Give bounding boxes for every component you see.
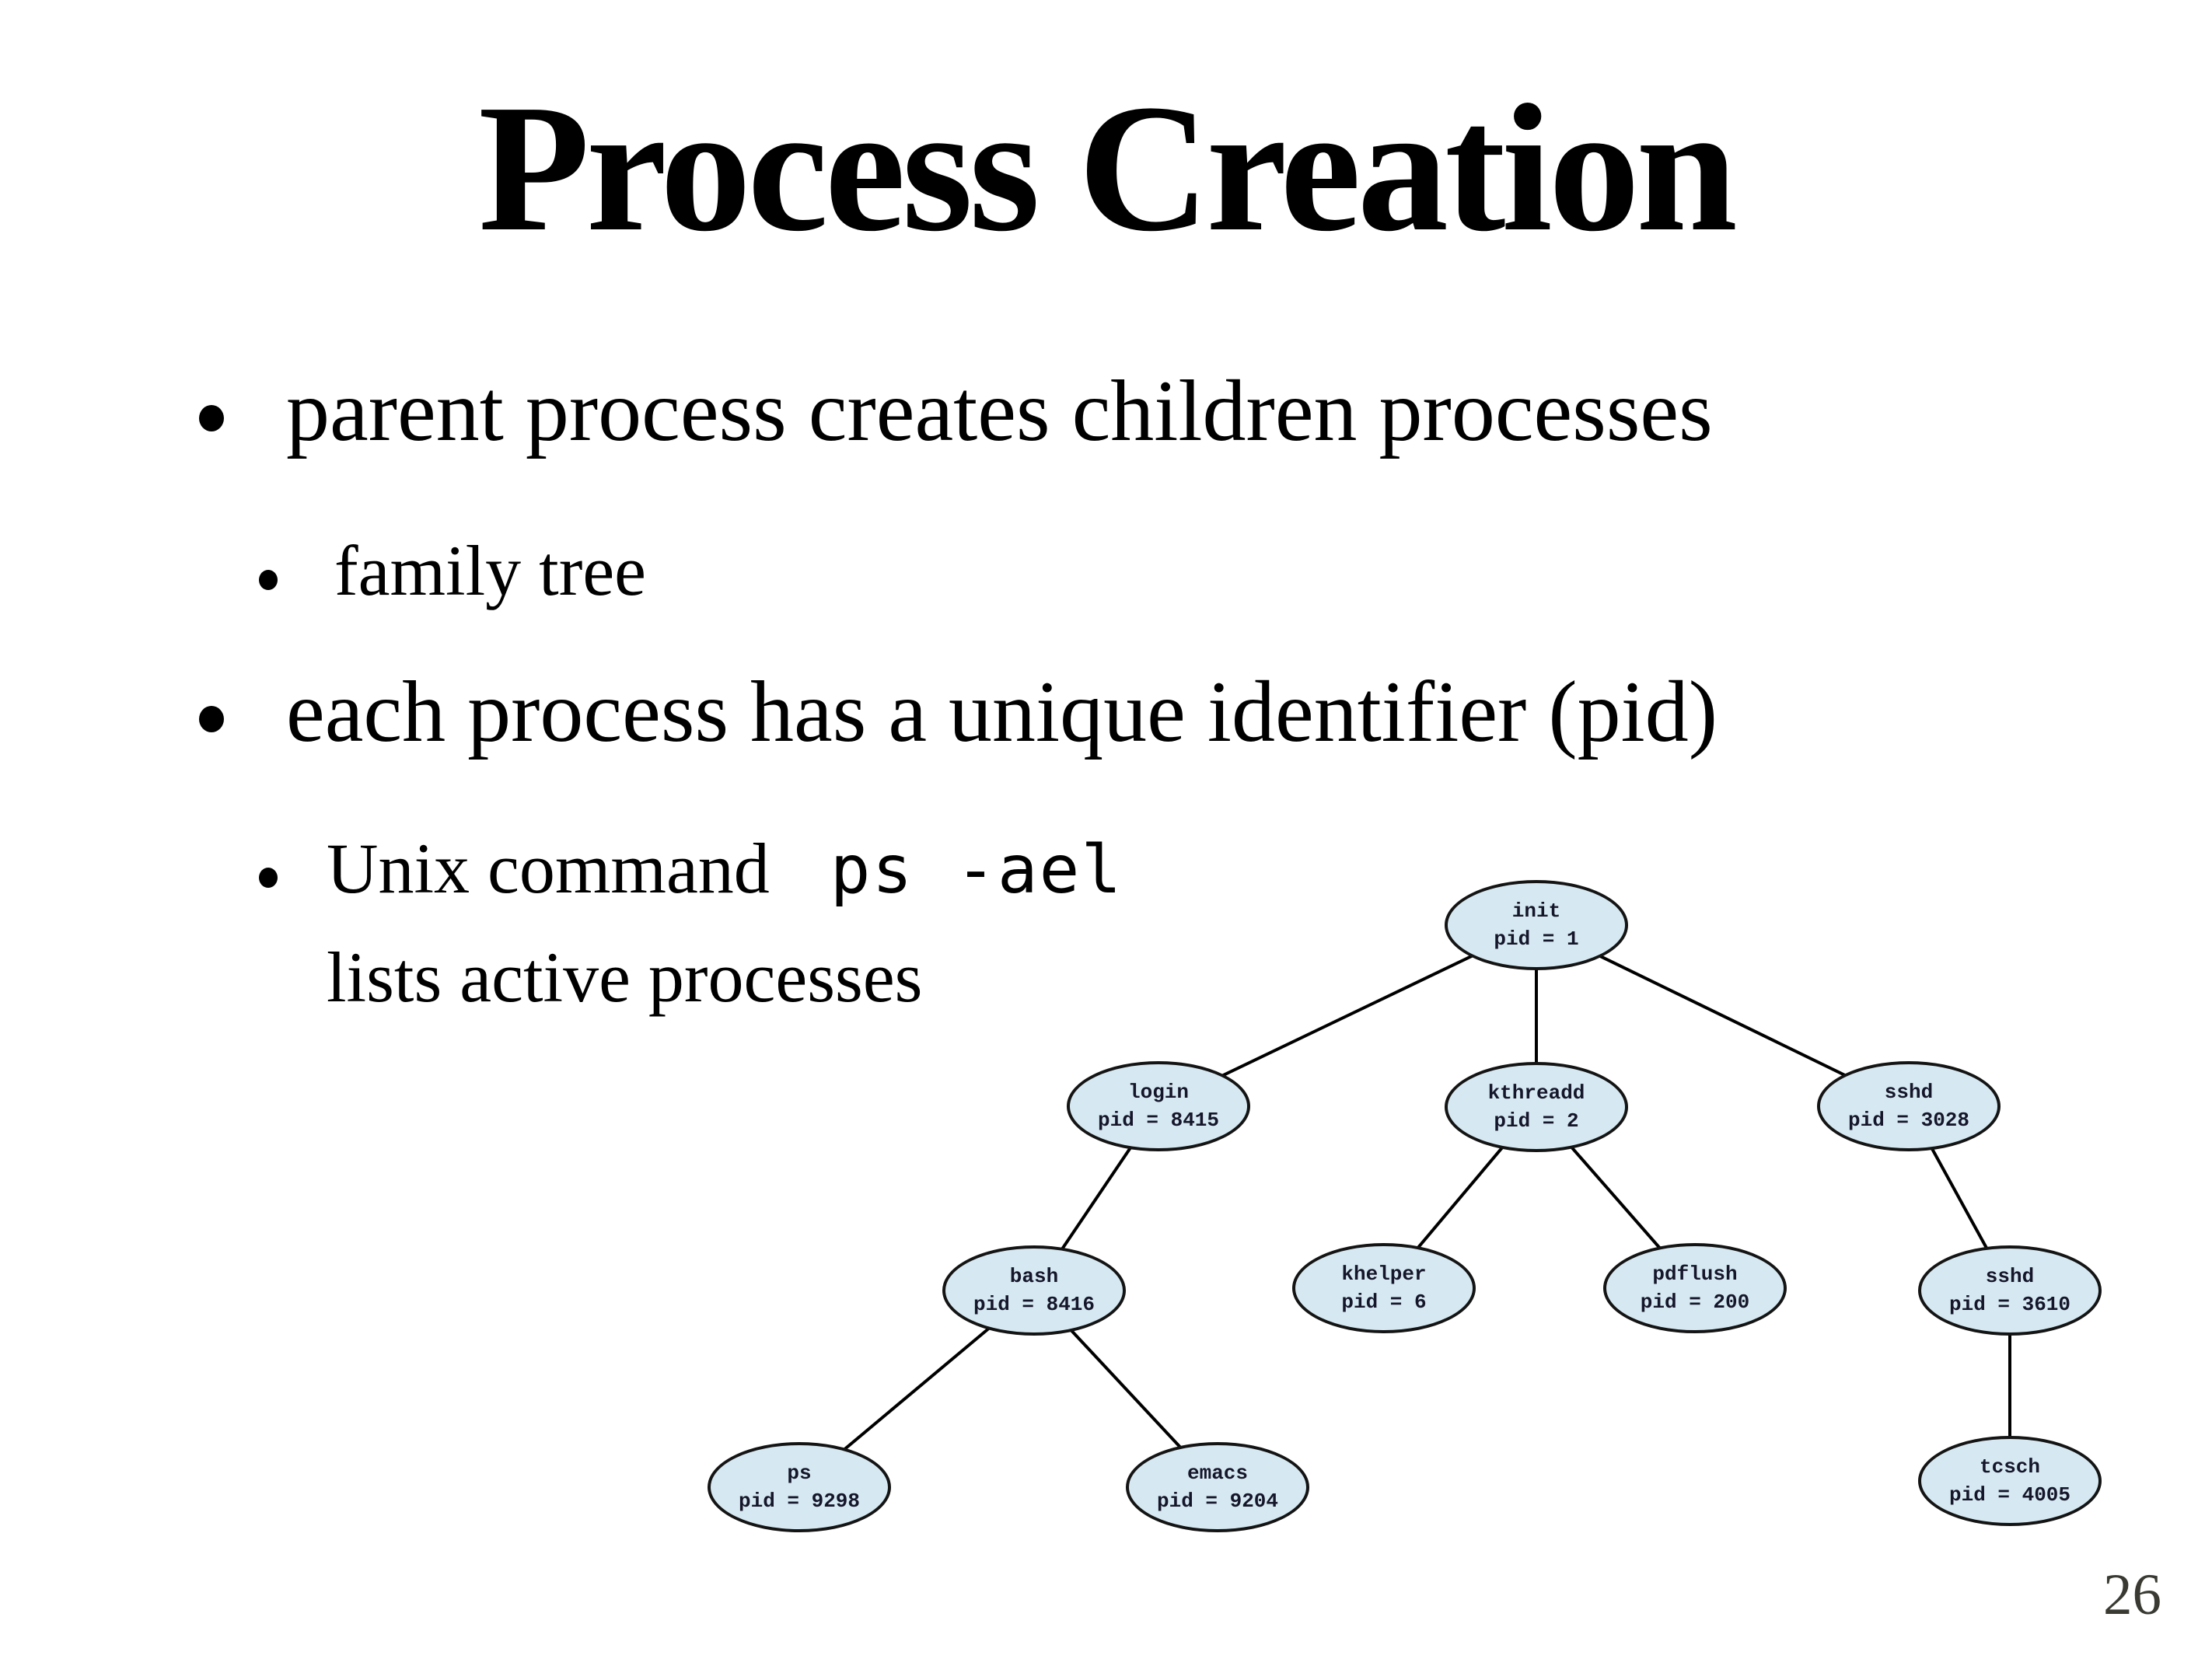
process-node-kthreadd: kthreadd pid = 2: [1445, 1062, 1628, 1152]
page-title: Process Creation: [478, 67, 1738, 269]
process-pid: pid = 8416: [973, 1293, 1096, 1316]
process-name: tcsch: [1979, 1455, 2040, 1479]
bullet-dot: [199, 706, 224, 732]
process-pid: pid = 3028: [1847, 1109, 1970, 1132]
process-pid: pid = 3610: [1948, 1293, 2071, 1316]
process-pid: pid = 1: [1494, 927, 1579, 951]
bullet-unique-pid: each process has a unique identifier (pi…: [286, 664, 1718, 760]
process-name: ps: [787, 1462, 812, 1485]
process-name: bash: [1009, 1265, 1059, 1288]
bullet-family-tree: family tree: [334, 531, 647, 610]
page-number: 26: [2103, 1563, 2161, 1627]
process-name: pdflush: [1652, 1263, 1738, 1286]
process-name: init: [1511, 899, 1561, 923]
process-node-sshd-3610: sshd pid = 3610: [1918, 1245, 2102, 1336]
process-pid: pid = 200: [1640, 1291, 1750, 1314]
process-name: login: [1127, 1081, 1189, 1104]
edge-group: [798, 924, 2011, 1489]
process-name: sshd: [1884, 1081, 1934, 1104]
process-name: emacs: [1186, 1462, 1248, 1485]
process-name: khelper: [1341, 1263, 1427, 1286]
process-name: sshd: [1985, 1265, 2035, 1288]
ps-ael-code: ps -ael: [830, 831, 1123, 909]
process-node-init: init pid = 1: [1445, 880, 1628, 970]
bullet-lists-active: lists active processes: [327, 938, 923, 1017]
process-node-login: login pid = 8415: [1067, 1061, 1250, 1151]
process-name: kthreadd: [1487, 1081, 1585, 1105]
process-pid: pid = 6: [1341, 1291, 1427, 1314]
bullet-dot: [199, 405, 224, 431]
process-pid: pid = 4005: [1948, 1483, 2071, 1507]
process-node-khelper: khelper pid = 6: [1292, 1243, 1476, 1333]
process-pid: pid = 8415: [1097, 1109, 1220, 1132]
unix-command-text: Unix command: [327, 829, 770, 908]
process-node-ps: ps pid = 9298: [708, 1442, 891, 1532]
bullet-parent-process: parent process creates children processe…: [286, 363, 1713, 459]
process-pid: pid = 9298: [738, 1490, 861, 1513]
process-node-tcsch: tcsch pid = 4005: [1918, 1436, 2102, 1526]
process-node-emacs: emacs pid = 9204: [1126, 1442, 1309, 1532]
process-node-bash: bash pid = 8416: [942, 1245, 1126, 1336]
process-node-sshd-3028: sshd pid = 3028: [1817, 1061, 2001, 1151]
process-pid: pid = 2: [1494, 1109, 1579, 1133]
process-pid: pid = 9204: [1156, 1490, 1279, 1513]
process-node-pdflush: pdflush pid = 200: [1603, 1243, 1787, 1333]
bullet-dot: [259, 570, 278, 590]
bullet-dot: [259, 868, 278, 888]
